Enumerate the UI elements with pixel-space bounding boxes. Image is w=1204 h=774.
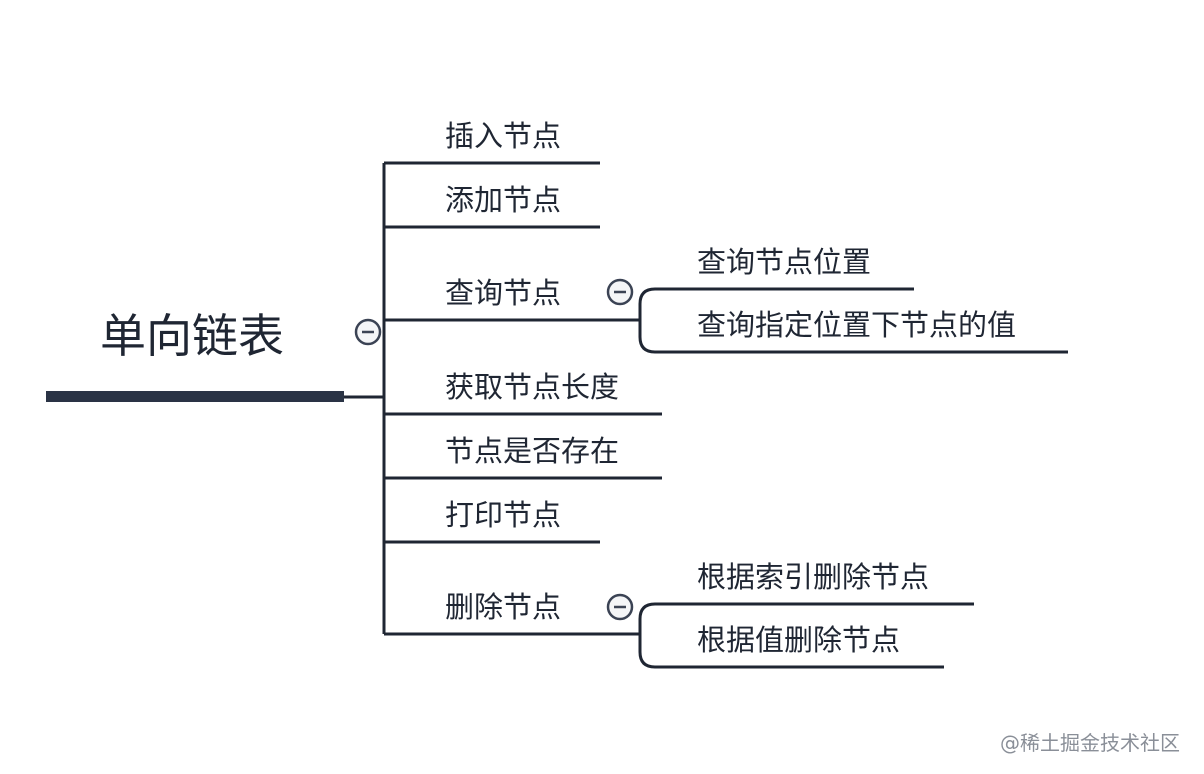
root-node-underline <box>46 391 344 402</box>
delete-sub-connector <box>638 602 656 669</box>
delete-collapse-toggle[interactable] <box>606 593 634 621</box>
root-collapse-toggle[interactable] <box>354 318 382 346</box>
branch-label-exists[interactable]: 节点是否存在 <box>445 434 619 468</box>
branch-label-add[interactable]: 添加节点 <box>445 183 561 217</box>
branch-label-length[interactable]: 获取节点长度 <box>445 370 619 404</box>
branch-label-delete[interactable]: 删除节点 <box>445 590 561 624</box>
query-collapse-toggle[interactable] <box>606 278 634 306</box>
branch-label-insert[interactable]: 插入节点 <box>445 119 561 153</box>
query-sub-connector <box>638 287 656 354</box>
watermark: @稀土掘金技术社区 <box>1000 731 1180 755</box>
leaf-label-delete-index[interactable]: 根据索引删除节点 <box>697 560 929 594</box>
leaf-label-query-value[interactable]: 查询指定位置下节点的值 <box>697 308 1016 342</box>
branch-label-print[interactable]: 打印节点 <box>445 498 561 532</box>
branch-label-query[interactable]: 查询节点 <box>445 276 561 310</box>
leaf-label-query-position[interactable]: 查询节点位置 <box>697 245 871 279</box>
root-node-label: 单向链表 <box>100 309 284 363</box>
leaf-label-delete-value[interactable]: 根据值删除节点 <box>697 623 900 657</box>
